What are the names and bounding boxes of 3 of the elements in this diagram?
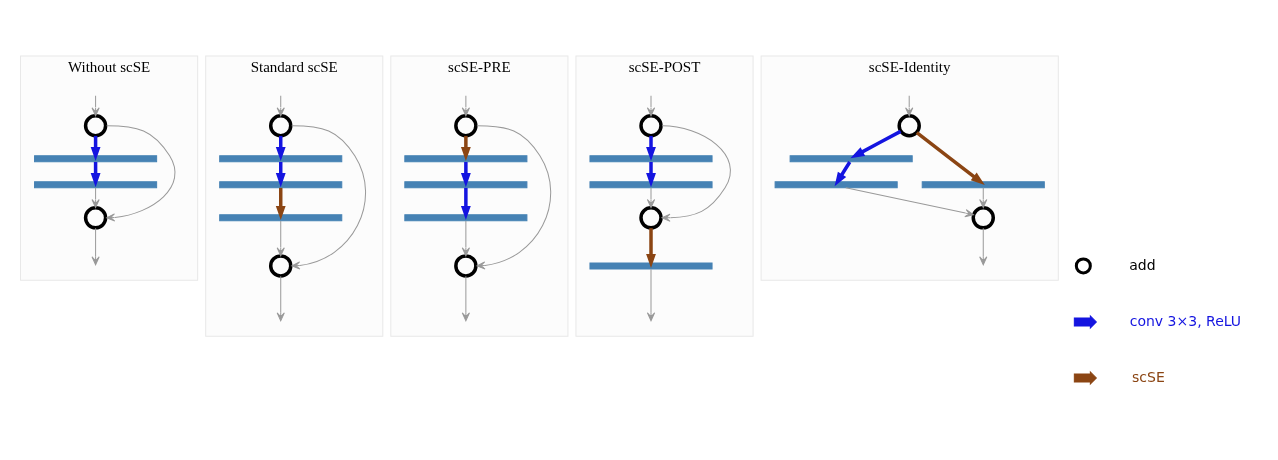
legend-label: conv 3×3, ReLU (1129, 312, 1242, 329)
legend-label: add (1129, 256, 1156, 273)
legend-label: scSE (1132, 368, 1165, 385)
